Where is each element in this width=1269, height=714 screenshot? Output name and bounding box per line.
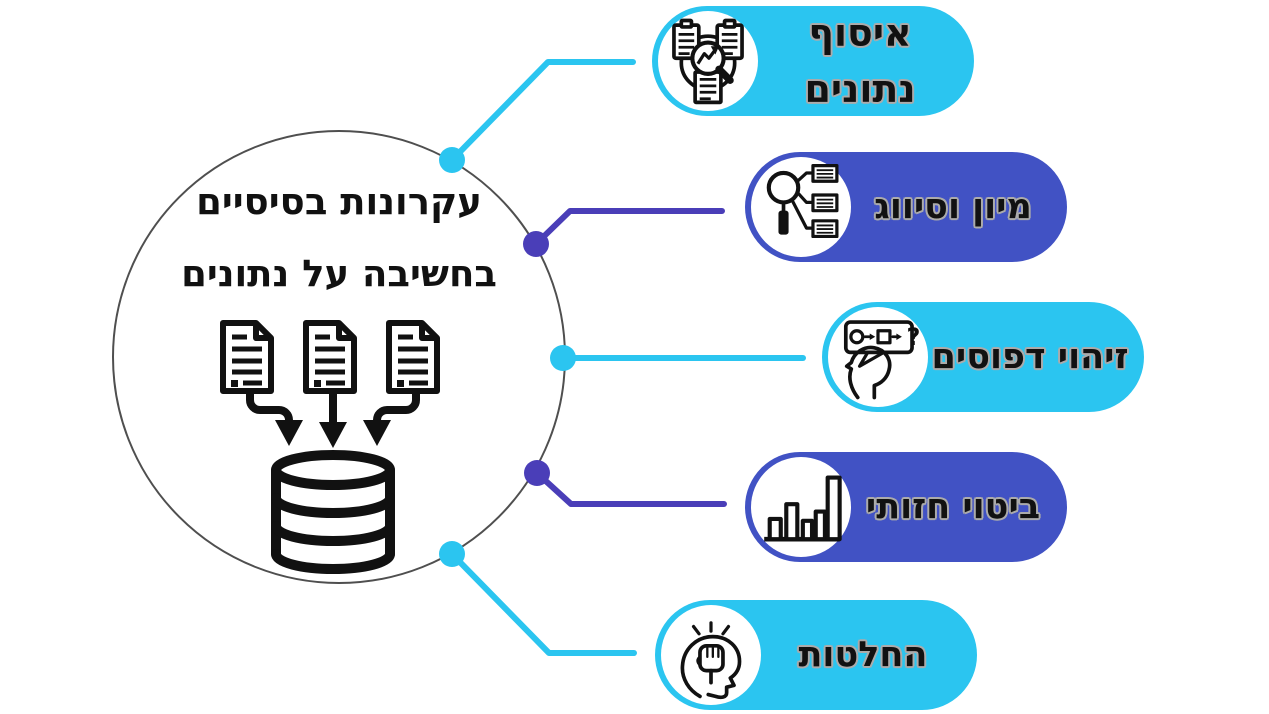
head-with-sequence-bubble-icon: ? (828, 307, 928, 407)
pill-label-line: מיון וסיווג (874, 187, 1032, 227)
clipboards-magnifier-trend-icon (658, 11, 758, 111)
connector-visual (534, 470, 727, 507)
svg-text:?: ? (907, 323, 921, 351)
pill-sort-classify: מיון וסיווג (745, 152, 1067, 262)
pill-data-collection: איסוף נתונים (652, 6, 974, 116)
pill-pattern-recognition: ? זיהוי דפוסים (822, 302, 1144, 412)
central-title: עקרונות בסיסיים בחשיבה על נתונים (112, 166, 566, 310)
pill-label-data-collection: איסוף נתונים (760, 6, 960, 116)
connector-data-collection (449, 59, 636, 163)
pill-label-line: איסוף (808, 11, 912, 55)
central-title-line1: עקרונות בסיסיים (196, 180, 482, 223)
fist-in-head-icon (661, 605, 761, 705)
pill-label-line: ביטוי חזותי (865, 487, 1041, 527)
bar-chart-icon (751, 457, 851, 557)
pill-label-visual-expression: ביטוי חזותי (853, 452, 1053, 562)
pill-visual-expression: ביטוי חזותי (745, 452, 1067, 562)
pill-decisions: החלטות (655, 600, 977, 710)
pill-label-decisions: החלטות (763, 600, 963, 710)
pill-label-line: זיהוי דפוסים (931, 337, 1129, 377)
pill-label-line: החלטות (798, 635, 928, 675)
connector-decisions (449, 551, 637, 656)
documents-to-database-icon (205, 318, 475, 574)
pill-label-line: נתונים (804, 67, 916, 111)
central-title-line2: בחשיבה על נתונים (181, 252, 497, 295)
magnifier-branching-lists-icon (751, 157, 851, 257)
pill-label-sort-classify: מיון וסיווג (853, 152, 1053, 262)
pill-label-pattern-recognition: זיהוי דפוסים (930, 302, 1130, 412)
